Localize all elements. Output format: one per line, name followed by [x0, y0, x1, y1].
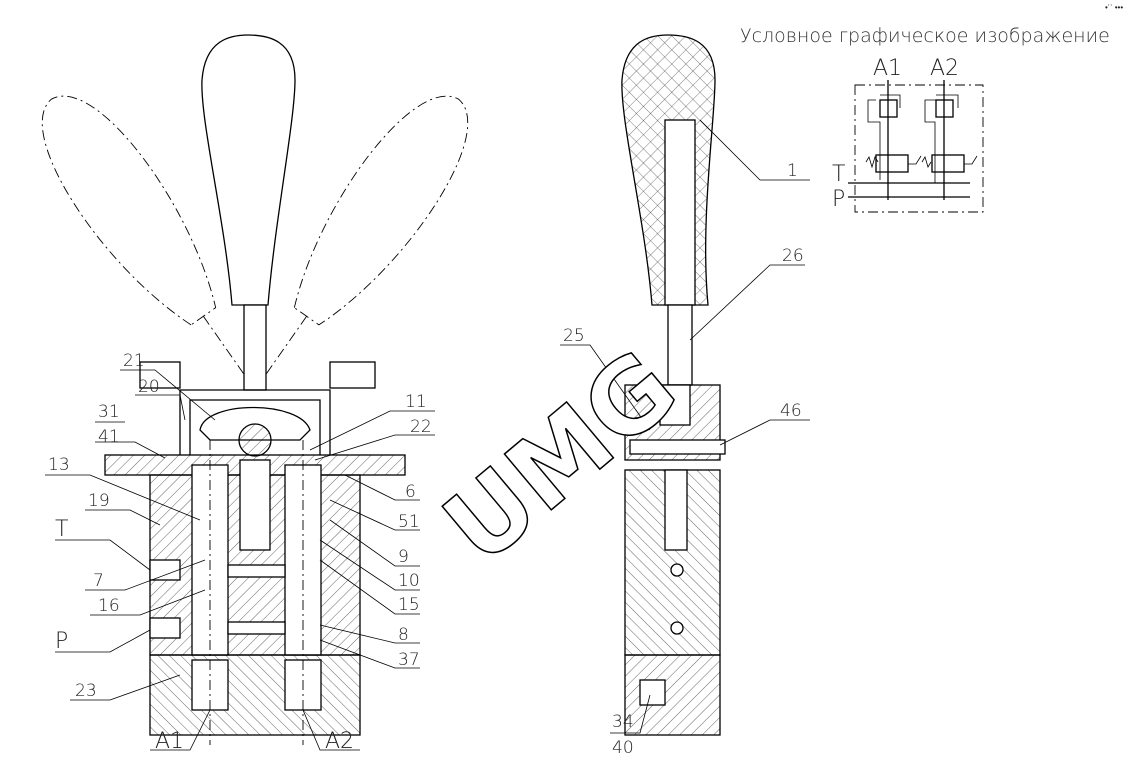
left-callouts: 21 20 31 41 13 19 T 7 16 P 23 A1 A2 11 2… [48, 351, 432, 754]
callout-A2: A2 [325, 729, 354, 754]
adjust-screw-left [139, 361, 181, 389]
leader-lines-right [560, 119, 810, 734]
handle-stem [243, 304, 267, 391]
cross-channel-2 [227, 621, 286, 635]
hydraulic-schematic [848, 80, 984, 213]
callout-20: 20 [138, 377, 160, 397]
callout-25: 25 [563, 326, 585, 346]
callout-21: 21 [123, 351, 145, 371]
callout-46: 46 [780, 401, 802, 421]
callout-T: T [55, 517, 68, 542]
schematic-port-P: P [832, 187, 845, 212]
right-callouts: 1 26 25 46 34 40 [563, 161, 804, 758]
callout-P: P [55, 629, 68, 654]
callout-7: 7 [93, 571, 104, 591]
housing-bracket [179, 389, 331, 455]
leader-lines-left [45, 369, 435, 751]
callout-51: 51 [398, 512, 420, 532]
left-section-view [41, 34, 469, 745]
cam-shaft [238, 423, 272, 457]
callout-26: 26 [782, 246, 804, 266]
callout-10: 10 [398, 571, 420, 591]
callout-40: 40 [612, 738, 634, 758]
callout-22: 22 [410, 417, 432, 437]
callout-13: 13 [48, 455, 70, 475]
callout-1: 1 [787, 161, 798, 181]
callout-A1: A1 [155, 729, 184, 754]
right-side-view [621, 34, 726, 736]
callout-9: 9 [398, 547, 409, 567]
callout-34: 34 [612, 712, 634, 732]
side-base [624, 654, 721, 736]
pivot-pin [629, 439, 726, 455]
schematic-port-T: T [832, 162, 845, 187]
schematic-port-A1: A1 [873, 56, 902, 81]
lever-rod [667, 304, 693, 386]
adjust-screw-right [329, 361, 376, 389]
port-P [149, 617, 181, 639]
corner-mark: •'' ••• [1105, 3, 1123, 12]
schematic-port-A2: A2 [930, 56, 959, 81]
callout-11: 11 [405, 392, 427, 412]
callout-15: 15 [398, 595, 420, 615]
handle-knob [201, 34, 296, 306]
base-plate [149, 654, 361, 736]
callout-37: 37 [398, 650, 420, 670]
schematic-title: Условное графическое изображение [740, 25, 1110, 47]
callout-16: 16 [98, 596, 120, 616]
center-bore [239, 459, 271, 551]
callout-41: 41 [98, 427, 120, 447]
callout-19: 19 [88, 491, 110, 511]
callout-23: 23 [75, 681, 97, 701]
callout-6: 6 [405, 482, 416, 502]
callout-31: 31 [98, 402, 120, 422]
cross-channel [227, 564, 286, 578]
port-T [149, 559, 181, 581]
callout-8: 8 [398, 625, 409, 645]
